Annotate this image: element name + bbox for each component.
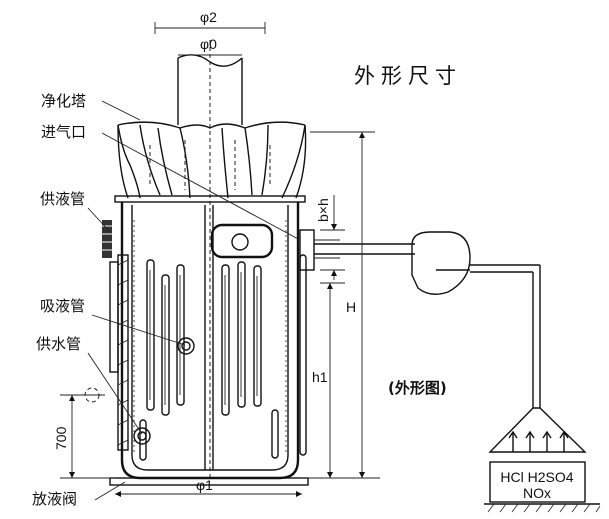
ground-hatch bbox=[484, 503, 601, 513]
dim-phi1: φ1 bbox=[115, 477, 302, 497]
view-label: (外形图) bbox=[388, 379, 447, 397]
packing-slots-left bbox=[146, 259, 185, 416]
source-line2: NOx bbox=[523, 485, 551, 501]
dim-bxh: b×h bbox=[315, 195, 345, 280]
top-flange bbox=[114, 195, 306, 203]
label-supply-pipe: 供液管 bbox=[40, 190, 85, 208]
water-pipe-end bbox=[133, 427, 151, 445]
dim-phi0: φ0 bbox=[178, 36, 242, 56]
h1-label: h1 bbox=[312, 369, 328, 385]
phi0-label: φ0 bbox=[200, 36, 217, 52]
700-label: 700 bbox=[53, 426, 69, 450]
dim-700: 700 bbox=[53, 387, 115, 479]
inspection-window bbox=[210, 223, 274, 259]
tower-crown bbox=[117, 121, 307, 199]
label-inlet: 进气口 bbox=[41, 123, 86, 141]
fan bbox=[411, 231, 471, 295]
inlet-duct bbox=[299, 229, 415, 271]
exhaust-hood bbox=[488, 407, 587, 453]
phi2-label: φ2 bbox=[200, 9, 217, 25]
left-external-pipe bbox=[109, 261, 119, 373]
side-knob bbox=[102, 220, 112, 258]
bottom-flange bbox=[109, 477, 309, 486]
label-tower: 净化塔 bbox=[41, 92, 86, 110]
dim-h1: h1 bbox=[312, 282, 345, 478]
hood-duct bbox=[470, 264, 541, 408]
H-label: H bbox=[346, 299, 356, 315]
phi1-label: φ1 bbox=[196, 477, 213, 493]
suction-pipe-end bbox=[177, 337, 195, 355]
packing-slots-right bbox=[221, 261, 262, 416]
page-title: 外形尺寸 bbox=[354, 64, 462, 88]
label-water-pipe: 供水管 bbox=[36, 335, 81, 353]
pollutant-source-box: HCl H2SO4 NOx bbox=[489, 461, 586, 503]
bxh-label: b×h bbox=[315, 198, 331, 222]
label-drain-valve: 放液阀 bbox=[32, 490, 77, 508]
dim-phi2: φ2 bbox=[154, 9, 266, 34]
dim-H: H bbox=[310, 131, 375, 478]
source-line1: HCl H2SO4 bbox=[500, 469, 573, 485]
label-suction-pipe: 吸液管 bbox=[40, 297, 85, 315]
callouts: 净化塔 进气口 供液管 吸液管 供水管 放液阀 bbox=[32, 92, 301, 508]
